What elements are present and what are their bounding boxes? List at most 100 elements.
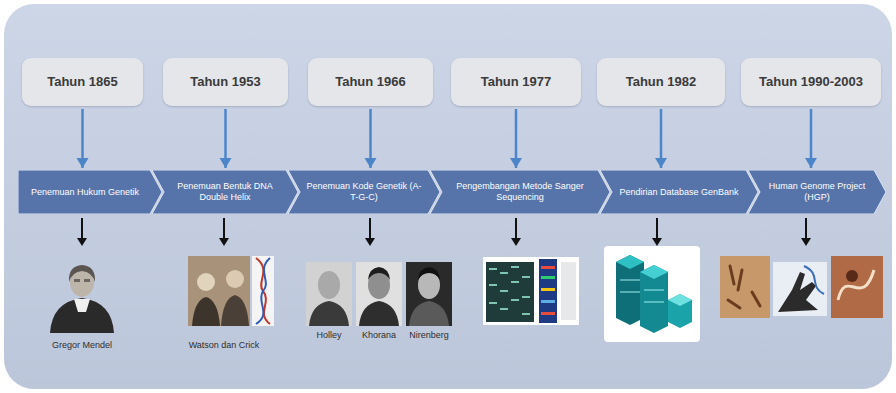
coat bbox=[50, 298, 114, 333]
server bbox=[668, 294, 692, 328]
chromosomes bbox=[728, 266, 760, 308]
arrow-head bbox=[655, 158, 667, 168]
genome-mark bbox=[846, 270, 858, 282]
year-box: Tahun 1982 bbox=[597, 58, 725, 106]
person-name: Khorana bbox=[362, 330, 396, 341]
chevron-fill bbox=[600, 170, 758, 214]
event-label: Pengembangan Metode Sanger Sequencing bbox=[446, 181, 594, 203]
body bbox=[359, 301, 399, 326]
year-label: Tahun 1966 bbox=[335, 74, 406, 90]
timeline-chevron: Penemuan Hukum Genetik bbox=[18, 170, 162, 214]
leader-arrow bbox=[369, 218, 371, 239]
gel-bands bbox=[489, 266, 530, 315]
hgp-images bbox=[720, 256, 883, 318]
year-box: Tahun 1865 bbox=[22, 58, 143, 106]
band bbox=[489, 268, 497, 270]
hand bbox=[778, 272, 818, 312]
gel bbox=[486, 262, 534, 322]
timeline-chevron: Human Genome Project (HGP) bbox=[748, 170, 886, 214]
photo-ground bbox=[306, 262, 352, 326]
band bbox=[500, 308, 508, 310]
event-label: Penemuan Hukum Genetik bbox=[24, 187, 146, 198]
server-slots bbox=[620, 280, 664, 302]
arrow-head bbox=[805, 158, 817, 168]
photo-nirenberg bbox=[406, 262, 452, 326]
helix-strand bbox=[256, 258, 270, 324]
server bbox=[640, 265, 668, 333]
chevron-fill bbox=[748, 170, 886, 214]
text-group: Penemuan Bentuk DNA Double Helix bbox=[168, 181, 282, 203]
timeline-arrow bbox=[510, 109, 522, 168]
arrow-head bbox=[219, 238, 229, 246]
genome-photo bbox=[831, 256, 883, 318]
year-label: Tahun 1982 bbox=[626, 74, 697, 90]
server-top bbox=[640, 265, 668, 279]
body bbox=[221, 295, 249, 326]
year-label: Tahun 1865 bbox=[47, 74, 118, 90]
photo-ground bbox=[406, 262, 452, 326]
body bbox=[409, 301, 449, 326]
year-box: Tahun 1977 bbox=[451, 58, 581, 106]
chromosome bbox=[738, 270, 742, 290]
text-group: Tahun 1977 bbox=[481, 74, 552, 90]
glasses bbox=[84, 279, 90, 282]
portrait-mendel bbox=[50, 265, 114, 333]
hand-photo bbox=[773, 262, 827, 316]
timeline-arrow bbox=[805, 109, 817, 168]
band bbox=[500, 290, 508, 292]
photo-ground bbox=[188, 256, 250, 326]
band bbox=[511, 266, 519, 268]
genbank-servers bbox=[604, 246, 700, 342]
year-box: Tahun 1966 bbox=[308, 58, 433, 106]
server-top bbox=[616, 255, 644, 269]
dna-strip bbox=[252, 256, 274, 326]
text-group: Pengembangan Metode Sanger Sequencing bbox=[446, 181, 594, 203]
arrow-head bbox=[365, 158, 377, 168]
event-label: Pendirian Database GenBank bbox=[616, 187, 742, 198]
event-label: Penemuan Bentuk DNA Double Helix bbox=[168, 181, 282, 203]
photo-ground bbox=[356, 262, 402, 326]
arrow-head bbox=[220, 158, 232, 168]
text-group: Penemuan Kode Genetik (A-T-G-C) bbox=[304, 181, 424, 203]
hair bbox=[69, 265, 95, 282]
chromosome-photo bbox=[720, 256, 770, 318]
band bbox=[541, 288, 555, 291]
leader-arrow bbox=[515, 218, 517, 239]
face bbox=[318, 271, 340, 299]
chevron-fill bbox=[152, 170, 298, 214]
chromosome bbox=[730, 266, 734, 284]
photo-khorana bbox=[356, 262, 402, 326]
year-box: Tahun 1990-2003 bbox=[741, 58, 881, 106]
photo-holley bbox=[306, 262, 352, 326]
person-name: Gregor Mendel bbox=[52, 340, 112, 351]
band bbox=[541, 266, 555, 269]
genome-strand bbox=[838, 270, 874, 300]
arrow-head bbox=[510, 158, 522, 168]
timeline-chevron: Penemuan Bentuk DNA Double Helix bbox=[152, 170, 298, 214]
band bbox=[500, 272, 508, 274]
band bbox=[541, 312, 555, 315]
arrow-head bbox=[77, 158, 89, 168]
chevron-fill bbox=[430, 170, 610, 214]
leader-arrows bbox=[77, 218, 811, 246]
arrow-head bbox=[365, 238, 375, 246]
timeline-chevron: Pendirian Database GenBank bbox=[600, 170, 758, 214]
timeline-arrow bbox=[655, 109, 667, 168]
timeline-arrow bbox=[77, 109, 89, 168]
body bbox=[192, 297, 220, 326]
slot bbox=[644, 290, 664, 291]
sanger-gel bbox=[483, 257, 579, 325]
timeline-arrow bbox=[220, 109, 232, 168]
year-box: Tahun 1953 bbox=[163, 58, 288, 106]
arrow-head bbox=[801, 238, 811, 246]
band bbox=[511, 299, 519, 301]
year-label: Tahun 1953 bbox=[190, 74, 261, 90]
sequence-bar bbox=[539, 259, 557, 323]
year-label: Tahun 1990-2003 bbox=[759, 74, 863, 90]
text-group: Tahun 1966 bbox=[335, 74, 406, 90]
timeline-arrow bbox=[365, 109, 377, 168]
text-group: Human Genome Project (HGP) bbox=[764, 181, 870, 203]
band bbox=[541, 300, 555, 303]
hair bbox=[368, 267, 390, 280]
